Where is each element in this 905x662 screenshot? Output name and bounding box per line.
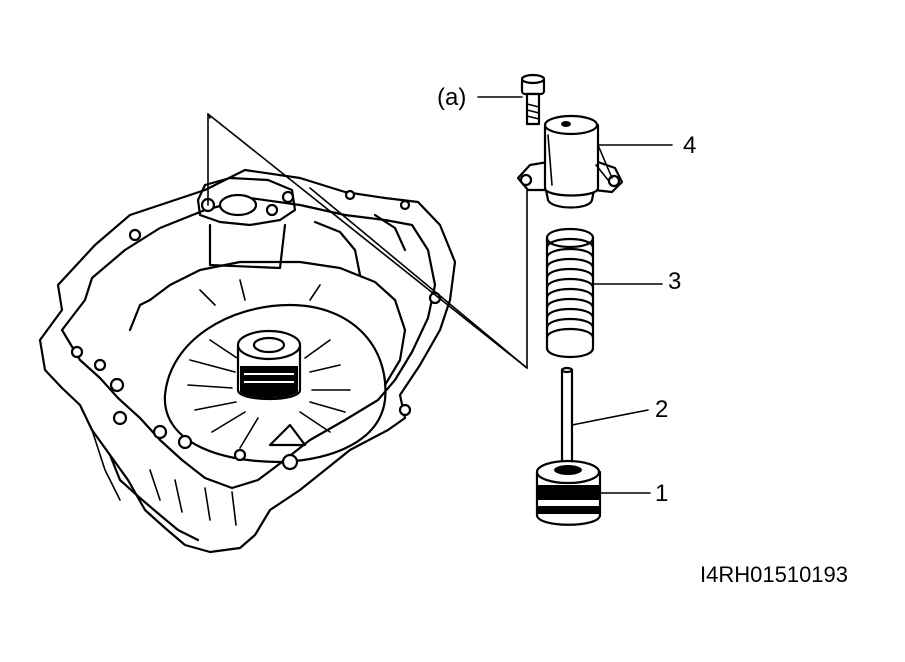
part-2-label: 2 bbox=[655, 396, 669, 423]
part-3-spring bbox=[545, 228, 663, 358]
part-3-label: 3 bbox=[668, 268, 682, 295]
transmission-case bbox=[38, 168, 457, 554]
figure-code: I4RH01510193 bbox=[700, 562, 849, 587]
bolt-label: (a) bbox=[437, 84, 467, 111]
part-4-label: 4 bbox=[683, 132, 697, 159]
assembly-leader-lines bbox=[207, 113, 528, 369]
part-2-rod bbox=[560, 366, 649, 468]
part-4-cover bbox=[516, 114, 673, 209]
bolt-a bbox=[477, 73, 546, 126]
part-1-label: 1 bbox=[655, 480, 669, 507]
part-1-piston bbox=[535, 459, 651, 526]
